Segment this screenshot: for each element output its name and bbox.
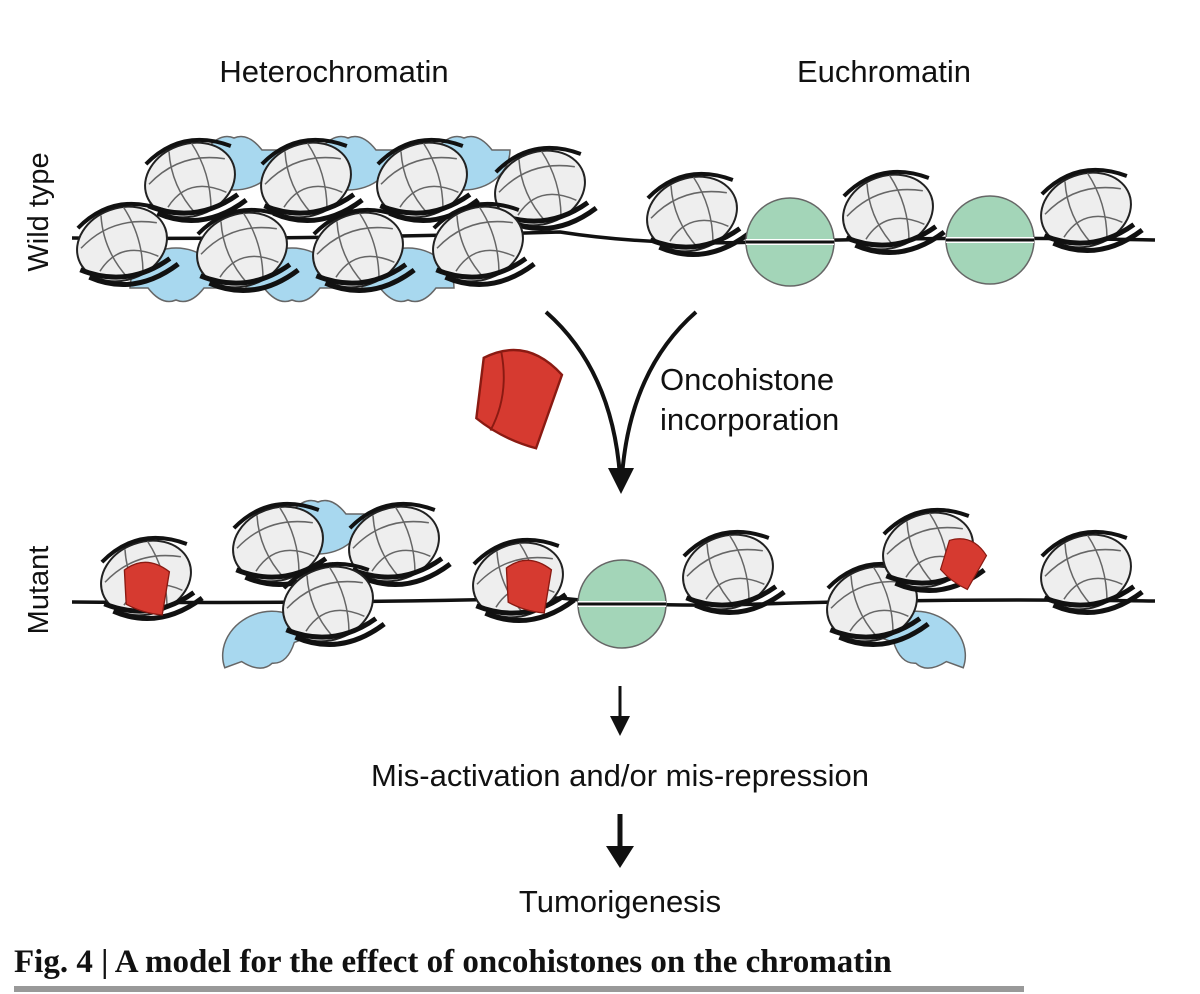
mutant-label: Mutant [23,546,55,635]
euchromatin-label: Euchromatin [797,54,971,89]
oncohistone-free [468,343,567,452]
nucleosome [1028,519,1148,629]
caption-cutoff-line [0,984,1200,994]
outcome-arrow-1 [610,686,630,736]
nucleosome [1028,157,1148,267]
wild-type-label: Wild type [23,152,55,271]
curved-arrow-left [544,310,622,477]
oncohistone-label-line1: Oncohistone [660,362,834,397]
figure-caption-title: Fig. 4 | A model for the effect of oncoh… [14,944,892,980]
euchromatin-protein [746,198,834,286]
misactivation-label: Mis-activation and/or mis-repression [371,758,869,793]
wild-type-row [64,127,1156,307]
nucleosome [670,519,790,629]
arrow-head-icon [606,846,634,868]
arrow-head-icon [608,468,634,494]
heterochromatin-label: Heterochromatin [219,54,448,89]
euchromatin-protein [578,560,666,648]
incorporation-step: Oncohistone incorporation [468,310,839,494]
oncohistone-label-line2: incorporation [660,402,839,437]
euchromatin-protein [946,196,1034,284]
nucleosome [634,161,754,271]
oncohistone [505,559,553,614]
curved-arrow-right [620,310,698,477]
oncohistone [123,561,171,616]
outcome-arrow-2 [606,814,634,868]
mutant-row [71,491,1156,682]
arrow-head-icon [610,716,630,736]
tumorigenesis-label: Tumorigenesis [519,884,721,919]
nucleosome [830,159,950,269]
